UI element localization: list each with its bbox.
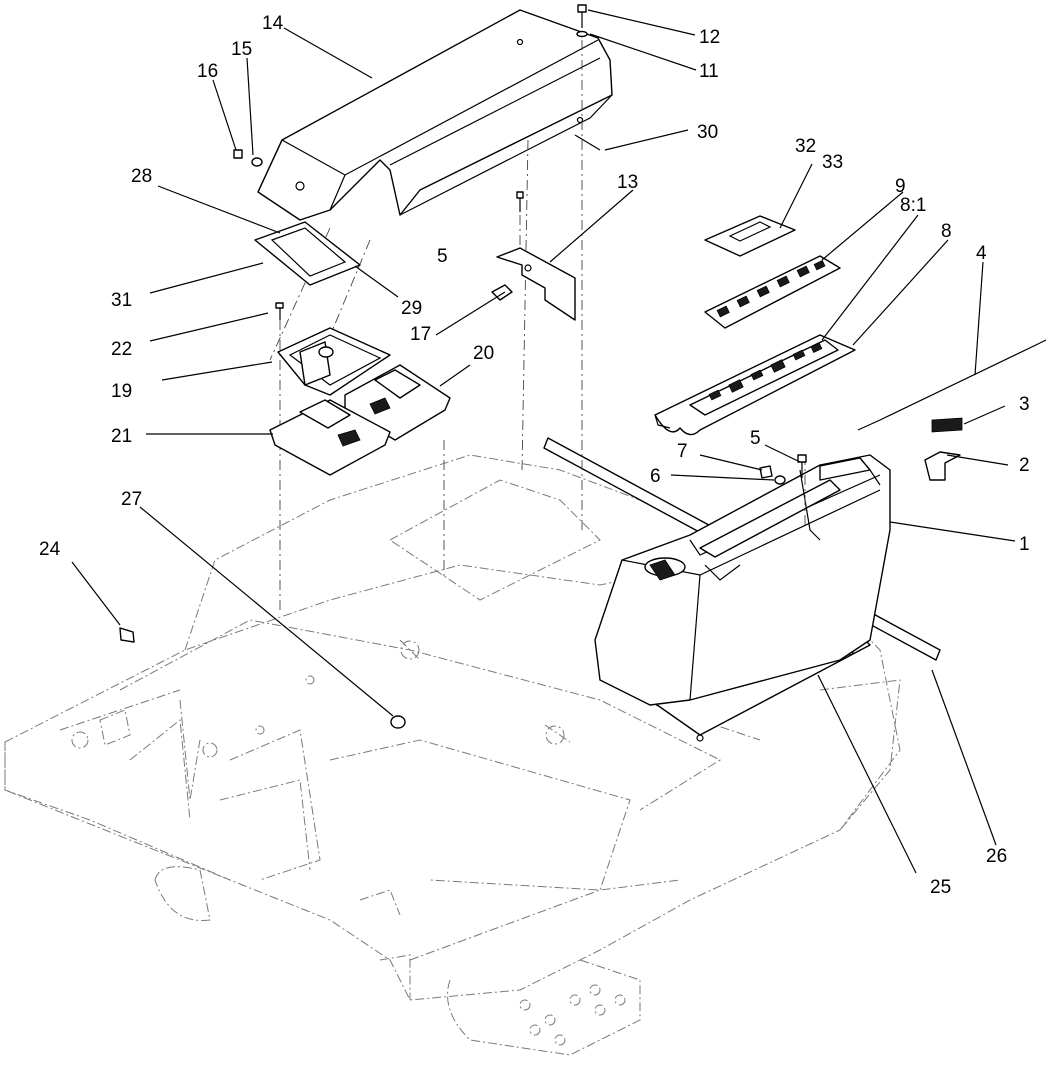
callout-2: 2 — [1019, 455, 1030, 476]
bolt-5b — [797, 454, 807, 478]
screw-16 — [233, 149, 243, 159]
bezel-32-33 — [704, 215, 796, 257]
callout-33: 33 — [822, 152, 843, 173]
callout-31: 31 — [111, 290, 132, 311]
callout-14: 14 — [262, 13, 284, 34]
bracket-2 — [924, 451, 961, 481]
callout-22: 22 — [111, 339, 132, 360]
decal-9 — [704, 255, 841, 329]
callout-8: 8 — [941, 221, 952, 242]
callout-26: 26 — [986, 846, 1007, 867]
callout-29: 29 — [401, 298, 422, 319]
callout-5-bracket: 5 — [437, 246, 448, 267]
bolt-5a — [516, 191, 524, 212]
callout-27: 27 — [121, 489, 142, 510]
callout-19: 19 — [111, 381, 132, 402]
callout-17: 17 — [410, 324, 431, 345]
cover-14 — [257, 9, 613, 221]
callout-13: 13 — [617, 172, 638, 193]
bumper-27 — [390, 715, 406, 729]
decal-8-1 — [689, 339, 839, 416]
callout-20: 20 — [473, 343, 494, 364]
callout-9: 9 — [895, 176, 906, 197]
callout-25: 25 — [930, 877, 951, 898]
callout-21: 21 — [111, 426, 132, 447]
callout-1: 1 — [1019, 534, 1030, 555]
callout-16: 16 — [197, 61, 218, 82]
pad-3 — [931, 417, 963, 433]
callout-8-1: 8:1 — [900, 195, 926, 216]
controller-bracket-19 — [277, 327, 391, 396]
leader-lines — [71, 9, 1016, 874]
nut-6 — [774, 475, 786, 485]
washer-15 — [251, 157, 263, 167]
callout-12: 12 — [699, 27, 720, 48]
screw-22 — [275, 302, 284, 320]
callout-5-hardware: 5 — [750, 428, 761, 449]
callout-3: 3 — [1019, 394, 1030, 415]
callout-11: 11 — [699, 61, 719, 82]
callout-24: 24 — [39, 539, 61, 560]
centerlines — [269, 40, 806, 610]
wire-4 — [857, 339, 1047, 431]
bolt-12 — [577, 4, 587, 28]
callout-labels: 1 2 3 4 5 5 6 7 8 8:1 9 11 12 13 14 15 1… — [39, 13, 1030, 898]
module-21 — [269, 399, 391, 476]
bolt-7 — [759, 465, 773, 479]
callout-28: 28 — [131, 166, 152, 187]
chassis-frame-phantom — [4, 454, 901, 1056]
callout-30: 30 — [697, 122, 718, 143]
callout-15: 15 — [231, 39, 252, 60]
gasket-28 — [254, 221, 361, 286]
console-housing-1 — [594, 454, 891, 706]
callout-6: 6 — [650, 466, 661, 487]
callout-4: 4 — [976, 243, 987, 264]
bracket-13 — [496, 247, 576, 321]
bumper-24 — [119, 627, 135, 643]
callout-32: 32 — [795, 136, 816, 157]
washer-11 — [576, 30, 588, 38]
callout-7: 7 — [677, 441, 688, 462]
